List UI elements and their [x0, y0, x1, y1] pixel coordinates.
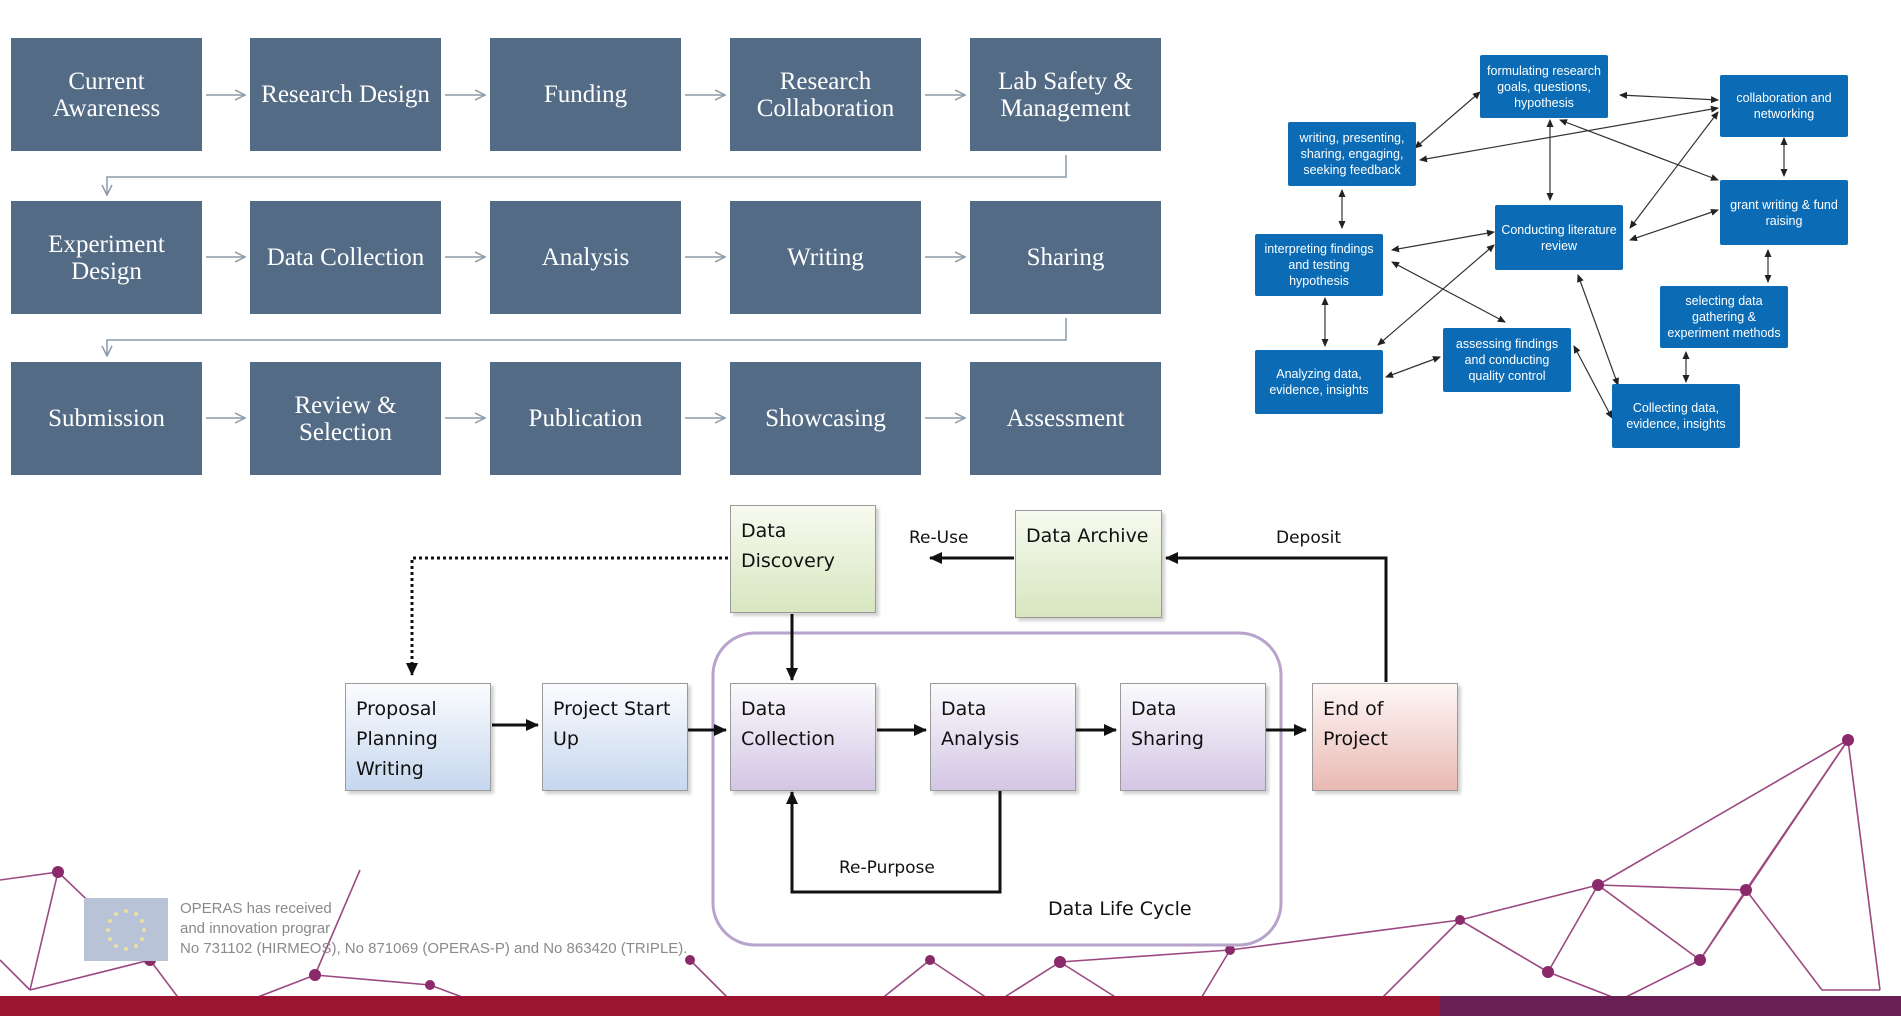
flow-box-showcasing: Showcasing	[730, 362, 921, 475]
cycle-node-selecting: selecting data gathering & experiment me…	[1660, 286, 1788, 348]
cycle-node-collecting: Collecting data, evidence, insights	[1612, 384, 1740, 448]
lifecycle-data-collection: Data Collection	[730, 683, 876, 791]
cycle-node-grant: grant writing & fund raising	[1720, 180, 1848, 245]
flow-box-sharing: Sharing	[970, 201, 1161, 314]
cycle-node-analyzing: Analyzing data, evidence, insights	[1255, 350, 1383, 414]
flow-box-analysis: Analysis	[490, 201, 681, 314]
lifecycle-end-of-project: End of Project	[1312, 683, 1458, 791]
lifecycle-proposal-planning: Proposal Planning Writing	[345, 683, 491, 791]
eu-stars-icon	[106, 909, 146, 951]
flow-box-review-selection: Review & Selection	[250, 362, 441, 475]
cycle-node-writing: writing, presenting, sharing, engaging, …	[1288, 122, 1416, 186]
cycle-node-interpreting: interpreting findings and testing hypoth…	[1255, 234, 1383, 296]
cycle-node-collaboration: collaboration and networking	[1720, 75, 1848, 137]
lifecycle-data-discovery: Data Discovery	[730, 505, 876, 613]
flow-box-research-design: Research Design	[250, 38, 441, 151]
footer-funding-line-3: No 731102 (HIRMEOS), No 871069 (OPERAS-P…	[180, 940, 688, 957]
lifecycle-reuse-label: Re-Use	[909, 528, 969, 548]
flow-box-funding: Funding	[490, 38, 681, 151]
flow-box-experiment-design: Experiment Design	[11, 201, 202, 314]
flow-box-current-awareness: Current Awareness	[11, 38, 202, 151]
flow-box-writing: Writing	[730, 201, 921, 314]
lifecycle-deposit-label: Deposit	[1276, 528, 1341, 548]
flow-box-submission: Submission	[11, 362, 202, 475]
lifecycle-data-sharing: Data Sharing	[1120, 683, 1266, 791]
footer-funding-line-2: and innovation prograr	[180, 920, 331, 937]
lifecycle-boundary	[711, 631, 1283, 947]
lifecycle-data-archive: Data Archive	[1015, 510, 1162, 618]
flow-box-publication: Publication	[490, 362, 681, 475]
flow-box-data-collection: Data Collection	[250, 201, 441, 314]
cycle-node-literature: Conducting literature review	[1495, 205, 1623, 270]
lifecycle-repurpose-label: Re-Purpose	[839, 858, 935, 878]
footer-funding-line-1: OPERAS has received	[180, 900, 332, 917]
lifecycle-project-start-up: Project Start Up	[542, 683, 688, 791]
flow-box-lab-safety: Lab Safety & Management	[970, 38, 1161, 151]
lifecycle-data-analysis: Data Analysis	[930, 683, 1076, 791]
cycle-node-formulating: formulating research goals, questions, h…	[1480, 55, 1608, 118]
flow-box-assessment: Assessment	[970, 362, 1161, 475]
lifecycle-title: Data Life Cycle	[1048, 898, 1192, 920]
flow-box-research-collaboration: Research Collaboration	[730, 38, 921, 151]
cycle-node-assessing: assessing findings and conducting qualit…	[1443, 328, 1571, 392]
eu-flag-logo	[84, 898, 168, 961]
